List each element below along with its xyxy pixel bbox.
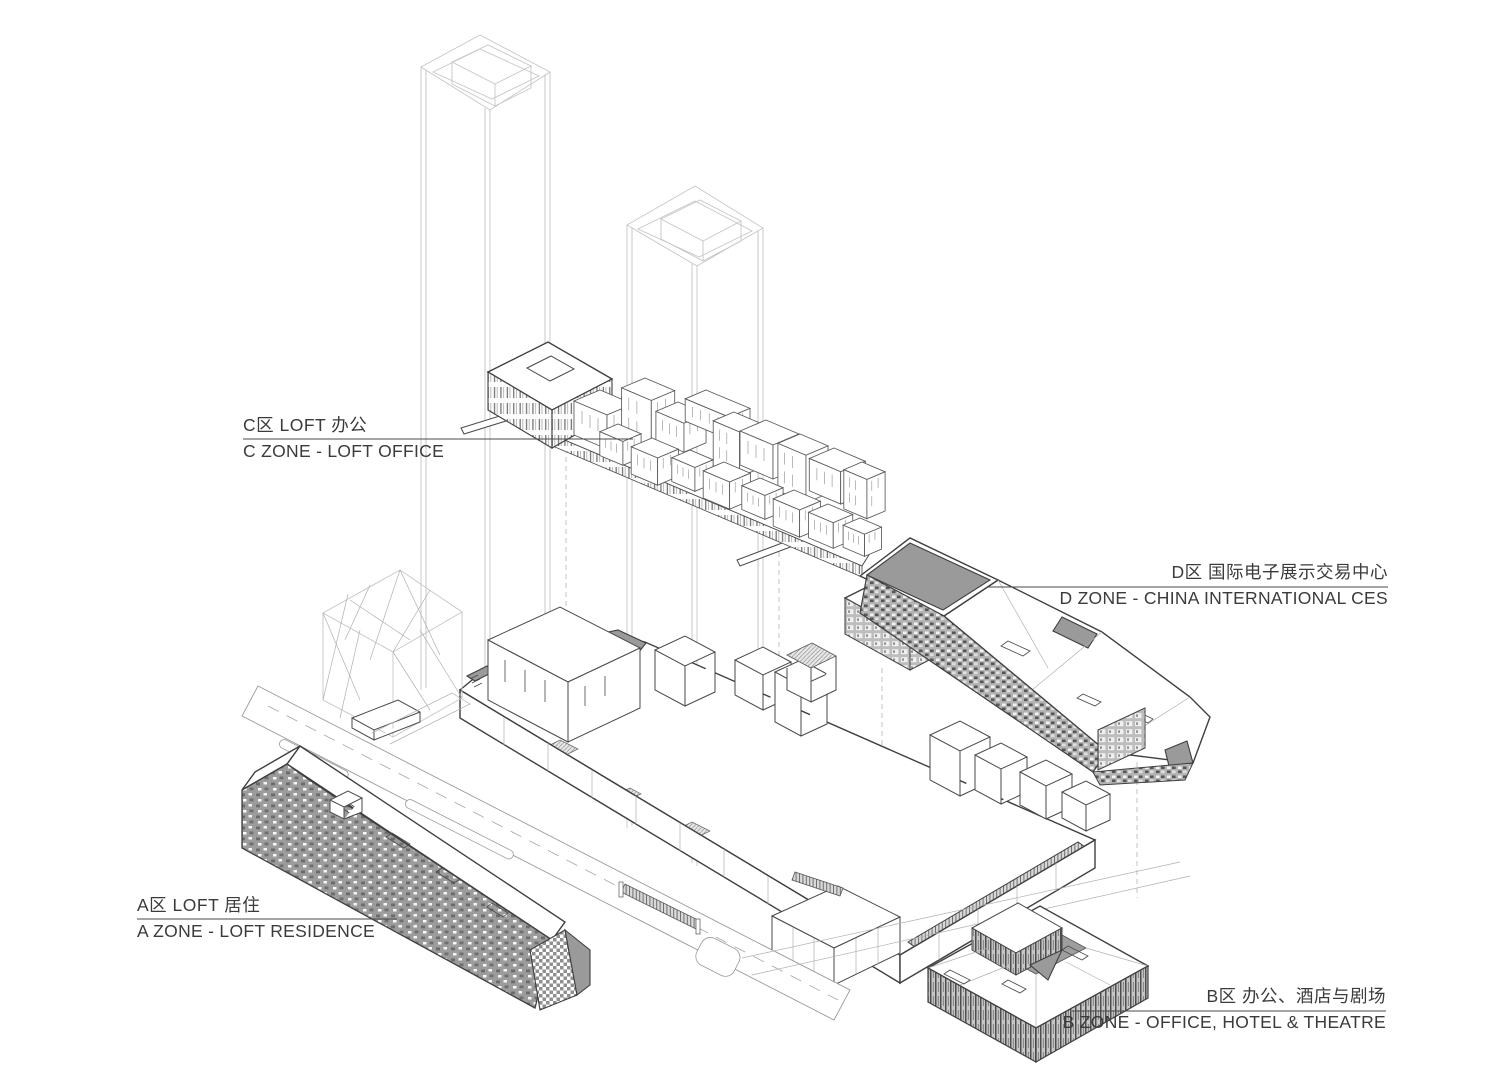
zone-c-label: C区 LOFT 办公 C ZONE - LOFT OFFICE [243, 414, 444, 462]
zone-d-label: D区 国际电子展示交易中心 D ZONE - CHINA INTERNATION… [988, 561, 1388, 609]
faceted-cube-building [322, 569, 463, 741]
zone-d-label-zh: D区 国际电子展示交易中心 [1171, 562, 1388, 582]
leader-lines [137, 438, 1388, 1012]
zone-a-label: A区 LOFT 居住 A ZONE - LOFT RESIDENCE [137, 894, 375, 942]
zone-c-label-zh: C区 LOFT 办公 [243, 415, 368, 435]
zone-d-building [843, 537, 1211, 786]
zone-a-label-en: A ZONE - LOFT RESIDENCE [137, 921, 376, 941]
zone-a-label-zh: A区 LOFT 居住 [137, 895, 261, 915]
zone-b-building [926, 902, 1150, 1064]
zone-d-label-en: D ZONE - CHINA INTERNATIONAL CES [1059, 588, 1388, 608]
zone-b-label: B区 办公、酒店与剧场 B ZONE - OFFICE, HOTEL & THE… [1036, 985, 1386, 1033]
zone-c-label-en: C ZONE - LOFT OFFICE [243, 441, 445, 461]
zone-a-building [241, 745, 591, 1011]
podium [458, 606, 1112, 986]
zone-c-building [460, 341, 886, 578]
zone-b-label-en: B ZONE - OFFICE, HOTEL & THEATRE [1062, 1012, 1386, 1032]
projection-lines [565, 430, 1138, 898]
zone-b-label-zh: B区 办公、酒店与剧场 [1206, 986, 1386, 1006]
